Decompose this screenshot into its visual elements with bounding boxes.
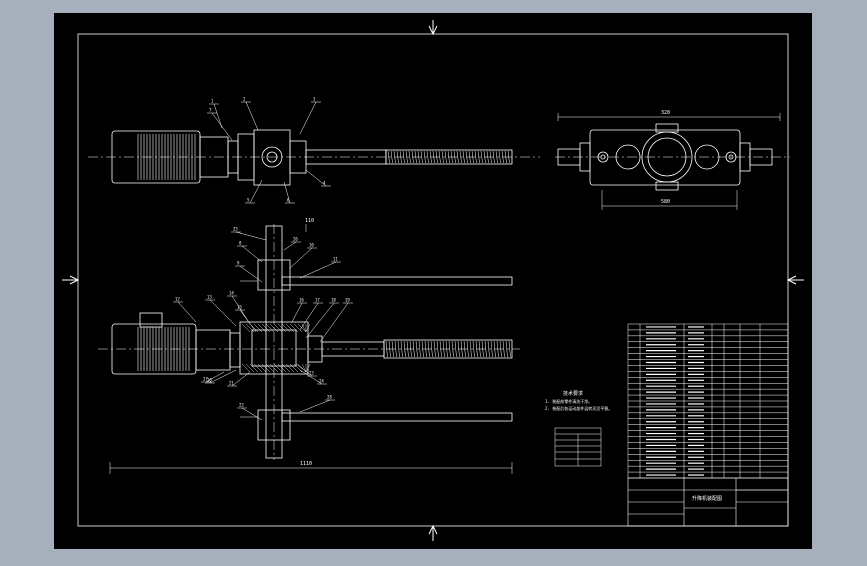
top-screw-teeth — [387, 150, 510, 164]
balloon-number: 7 — [209, 108, 212, 113]
balloon-number: 1 — [211, 99, 214, 104]
balloon-number: 3 — [313, 97, 316, 102]
balloon-number: 10 — [309, 243, 314, 248]
balloon-number: 27 — [203, 377, 208, 382]
front-screw-teeth — [385, 340, 511, 358]
drawing-title: 升降机装配图 — [692, 495, 722, 502]
side-bottom-dimension: 580 — [661, 199, 670, 205]
balloon-number: 4 — [323, 181, 326, 186]
center-arrow-top — [428, 20, 438, 36]
balloon-number: 16 — [299, 298, 304, 303]
top-gear-circle — [261, 146, 283, 168]
balloon-number: 12 — [175, 297, 180, 302]
lower-bearing-housing — [257, 409, 291, 441]
side-width-dimension: 320 — [661, 110, 670, 116]
motor-front-fins — [137, 327, 190, 371]
center-arrow-right — [786, 275, 804, 285]
balloon-number: 19 — [345, 298, 350, 303]
top-view — [88, 129, 540, 186]
balloon-number: 11 — [333, 257, 338, 262]
balloon-number: 23 — [309, 371, 314, 376]
balloon-number: 8 — [239, 241, 242, 246]
parameter-table — [554, 427, 602, 467]
top-height-dimension: 110 — [305, 218, 314, 224]
balloon-number: 2 — [243, 97, 246, 102]
balloon-number: 20 — [207, 378, 212, 383]
title-block: 升降机装配图 — [627, 477, 789, 527]
balloon-number: 22 — [239, 403, 244, 408]
balloon-number: 6 — [287, 198, 290, 203]
balloon-number: 5 — [247, 198, 250, 203]
motor-front-terminal-box — [139, 312, 163, 328]
balloon-number: 21 — [229, 381, 234, 386]
notes-title: 技术要求 — [563, 390, 583, 397]
balloon-number: 26 — [293, 237, 298, 242]
balloon-number: 15 — [237, 305, 242, 310]
center-arrow-bottom — [428, 524, 438, 541]
leader-lines — [173, 101, 353, 421]
front-view: 1110 110 — [98, 218, 520, 474]
balloon-number: 25 — [233, 227, 238, 232]
centering-marks — [62, 20, 804, 541]
motor-top-fins — [137, 134, 196, 180]
section-hatching — [241, 323, 311, 373]
vertical-shaft — [265, 225, 283, 459]
center-arrow-left — [62, 275, 80, 285]
balloon-number: 9 — [237, 261, 240, 266]
drawing-sheet — [54, 13, 812, 549]
balloon-number: 24 — [319, 379, 324, 384]
balloon-number: 18 — [331, 298, 336, 303]
balloon-number: 28 — [327, 395, 332, 400]
notes-line-1: 1. 装配前零件清洗干净。 — [545, 398, 592, 404]
balloon-number: 14 — [229, 291, 234, 296]
upper-guide-rod — [281, 276, 513, 286]
notes-line-2: 2. 装配后各运动部件运转灵活平稳。 — [545, 405, 612, 411]
top-gear-hub — [266, 151, 278, 163]
overall-length-dimension: 1110 — [300, 461, 312, 467]
top-screw — [385, 149, 513, 165]
balloon-number: 13 — [207, 295, 212, 300]
side-view: 320 580 — [555, 110, 790, 210]
technical-notes: 技术要求 1. 装配前零件清洗干净。 2. 装配后各运动部件运转灵活平稳。 — [545, 390, 612, 411]
lower-guide-rod — [281, 412, 513, 422]
front-screw — [383, 339, 513, 359]
balloon-number: 17 — [315, 298, 320, 303]
upper-bearing-housing — [257, 259, 291, 291]
